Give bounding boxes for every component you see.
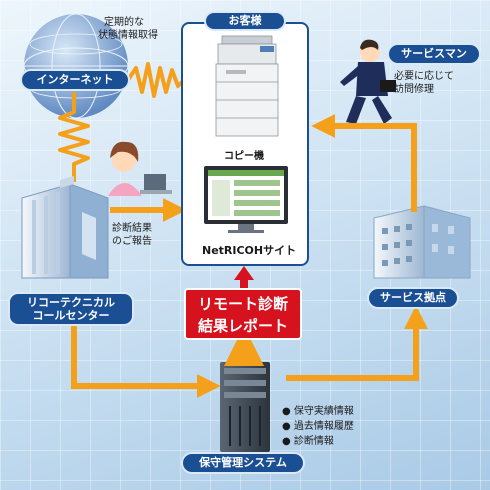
arrow-callcenter-to-server xyxy=(71,326,221,398)
callcenter-label-line2: コールセンター xyxy=(32,309,110,322)
serviceman-note-line2: 訪問修理 xyxy=(394,84,434,95)
list-item: ● 保守実績情報 xyxy=(282,406,354,417)
list-item: ● 過去情報履歴 xyxy=(282,421,354,432)
serviceman-note-line1: 必要に応じて xyxy=(394,71,454,82)
callcenter-label: リコーテクニカル コールセンター xyxy=(8,292,134,326)
service-base-building-icon xyxy=(373,205,471,279)
netricoh-site-label: NetRICOHサイト xyxy=(202,244,297,257)
maintenance-system-label: 保守管理システム xyxy=(181,452,305,474)
service-base-label: サービス拠点 xyxy=(367,287,459,309)
copier-icon xyxy=(215,35,279,137)
serviceman-label: サービスマン xyxy=(387,43,481,65)
callcenter-label-line1: リコーテクニカル xyxy=(27,296,115,309)
report-line1: リモート診断 xyxy=(197,295,288,313)
arrow-servicebase-to-customer xyxy=(311,114,417,212)
remote-diagnosis-report: リモート診断 結果レポート xyxy=(184,288,302,340)
internet-note-line1: 定期的な xyxy=(104,17,144,28)
callcenter-note-line2: のご報告 xyxy=(112,236,152,247)
report-line2: 結果レポート xyxy=(197,317,288,335)
report-up-arrow xyxy=(234,266,254,288)
operator-icon xyxy=(108,141,172,196)
arrow-server-to-servicebase xyxy=(286,305,428,381)
list-item: ● 診断情報 xyxy=(282,436,334,447)
serviceman-icon xyxy=(340,39,396,124)
internet-label: インターネット xyxy=(20,69,130,91)
maintenance-info-list: ● 保守実績情報 ● 過去情報履歴 ● 診断情報 xyxy=(282,404,354,449)
internet-note-line2: 状態情報取得 xyxy=(98,30,158,41)
customer-devices xyxy=(204,35,288,233)
callcenter-note-line1: 診断結果 xyxy=(112,223,152,234)
call-center-building-icon xyxy=(21,176,109,279)
server-icon xyxy=(220,362,270,452)
monitor-icon xyxy=(204,166,288,233)
customer-label: お客様 xyxy=(204,11,286,31)
copier-label: コピー機 xyxy=(224,151,264,162)
zigzag-link-internet-callcenter xyxy=(58,92,90,182)
zigzag-link-internet-copier xyxy=(126,62,212,98)
